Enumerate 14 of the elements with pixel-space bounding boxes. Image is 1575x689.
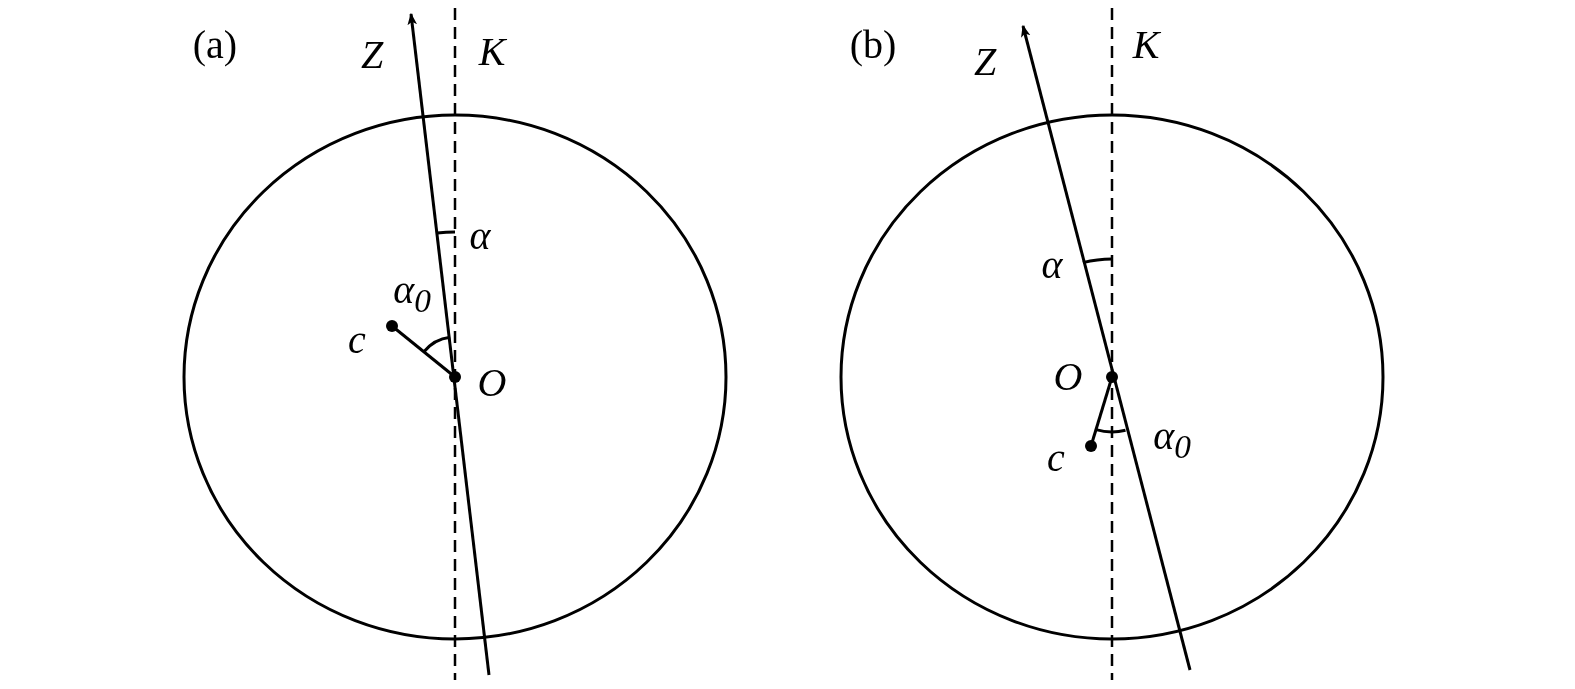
axis-label: K	[478, 32, 506, 72]
panel-label: (b)	[849, 25, 897, 65]
point-label: c	[1047, 438, 1065, 478]
angle-label: α	[469, 216, 491, 256]
angle-label: α	[1041, 245, 1063, 285]
axis-label: Z	[360, 35, 384, 75]
point-label: c	[348, 320, 366, 360]
axis-label: K	[1132, 25, 1160, 65]
panel-label: (a)	[192, 25, 238, 65]
point-label: O	[477, 363, 507, 403]
axis-label: Z	[973, 42, 997, 82]
point-label: O	[1053, 357, 1083, 397]
angle-label: α$_{0}$	[1153, 416, 1191, 464]
angle-label: α$_{0}$	[393, 270, 431, 318]
